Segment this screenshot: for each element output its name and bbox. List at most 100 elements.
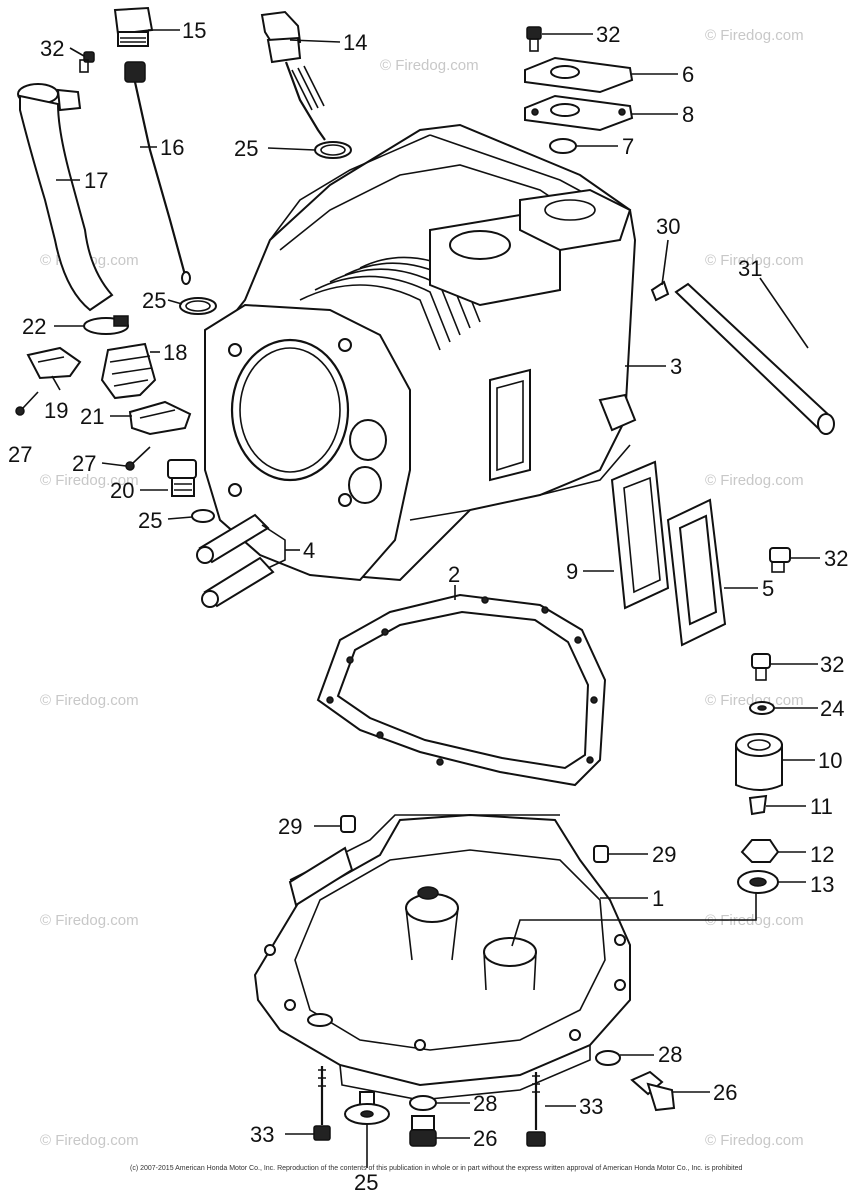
watermark: © Firedog.com — [40, 912, 139, 929]
grommet-18 — [100, 342, 157, 400]
clip-30 — [650, 280, 670, 302]
watermark: © Firedog.com — [380, 57, 479, 74]
gasket-9 — [610, 460, 670, 610]
callout-2: 2 — [448, 562, 460, 587]
callout-26: 26 — [473, 1126, 497, 1151]
screw-27-mid — [125, 446, 151, 471]
callout-32: 32 — [824, 546, 848, 571]
crankcase-cover-1 — [253, 813, 631, 1101]
callout-numbers: 15 32 14 32 6 8 7 16 25 17 30 31 25 22 1… — [8, 18, 848, 1195]
governor-holder-10 — [735, 733, 783, 791]
drain-plug-26-bottom — [409, 1115, 437, 1147]
callout-29: 29 — [652, 842, 676, 867]
callout-14: 14 — [343, 30, 367, 55]
callout-19: 19 — [44, 398, 68, 423]
watermark: © Firedog.com — [705, 1132, 804, 1149]
callout-1: 1 — [652, 886, 664, 911]
bolt-33-right — [526, 1072, 546, 1147]
o-ring-25-top — [314, 141, 352, 159]
washer-28-right — [595, 1050, 621, 1066]
watermark: © Firedog.com — [40, 692, 139, 709]
washer-24 — [749, 701, 775, 715]
oil-filler-tube-17 — [17, 83, 114, 312]
washer-28-bottom — [409, 1095, 437, 1111]
o-ring-25-mid — [179, 297, 217, 315]
callout-22: 22 — [22, 314, 46, 339]
crankcase-cylinder-block — [203, 123, 637, 582]
callout-24: 24 — [820, 696, 844, 721]
callout-32: 32 — [820, 652, 844, 677]
clip-22 — [83, 315, 129, 335]
dipstick-16 — [124, 61, 191, 285]
callout-30: 30 — [656, 214, 680, 239]
callout-26: 26 — [713, 1080, 737, 1105]
callout-25: 25 — [138, 508, 162, 533]
callout-28: 28 — [473, 1091, 497, 1116]
callout-6: 6 — [682, 62, 694, 87]
callout-20: 20 — [110, 478, 134, 503]
weight-12 — [740, 839, 780, 863]
pin-11 — [748, 794, 768, 816]
bolt-32-left — [79, 51, 95, 73]
callout-27: 27 — [8, 442, 32, 467]
callout-10: 10 — [818, 748, 842, 773]
callout-11: 11 — [810, 794, 833, 819]
callout-25: 25 — [354, 1170, 378, 1195]
dowel-pins-4 — [196, 513, 275, 608]
watermark: © Firedog.com — [705, 692, 804, 709]
oil-filler-cap-15 — [113, 6, 154, 47]
callout-21: 21 — [80, 404, 104, 429]
watermark: © Firedog.com — [40, 472, 139, 489]
screw-27-left — [15, 391, 39, 416]
callout-33: 33 — [579, 1094, 603, 1119]
callout-13: 13 — [810, 872, 834, 897]
watermark: © Firedog.com — [705, 27, 804, 44]
bolt-32-lower-right — [751, 653, 771, 681]
callout-3: 3 — [670, 354, 682, 379]
callout-15: 15 — [182, 18, 206, 43]
gasket-8 — [524, 94, 634, 132]
bolt-32-top — [526, 26, 542, 52]
watermark: © Firedog.com — [40, 1132, 139, 1149]
oil-level-gauge-14 — [260, 10, 326, 141]
clamp-21 — [128, 400, 192, 436]
callout-31: 31 — [738, 256, 762, 281]
watermark: © Firedog.com — [705, 472, 804, 489]
callout-8: 8 — [682, 102, 694, 127]
watermark: © Firedog.com — [705, 252, 804, 269]
callout-4: 4 — [303, 538, 315, 563]
clamp-19 — [26, 346, 82, 380]
bolt-33-left — [313, 1066, 331, 1141]
callout-18: 18 — [163, 340, 187, 365]
leader-lines — [51, 29, 820, 1168]
callout-17: 17 — [84, 168, 108, 193]
callout-29: 29 — [278, 814, 302, 839]
bolt-32-right — [769, 547, 791, 573]
callout-25: 25 — [142, 288, 166, 313]
gear-13 — [737, 870, 779, 894]
callout-28: 28 — [658, 1042, 682, 1067]
dowel-29-left — [340, 815, 356, 833]
drain-plug-26-right — [630, 1070, 676, 1112]
callout-5: 5 — [762, 576, 774, 601]
callout-7: 7 — [622, 134, 634, 159]
o-ring-25-low — [191, 509, 215, 523]
callout-12: 12 — [810, 842, 834, 867]
breather-cover-5 — [666, 498, 727, 647]
callout-33: 33 — [250, 1122, 274, 1147]
callout-16: 16 — [160, 135, 184, 160]
breather-cover-6 — [524, 56, 634, 94]
callout-9: 9 — [566, 559, 578, 584]
joint-20 — [167, 459, 197, 497]
copyright-notice: (c) 2007-2015 American Honda Motor Co., … — [130, 1165, 743, 1172]
callout-25: 25 — [234, 136, 258, 161]
breather-tube-31 — [674, 282, 835, 435]
callout-32: 32 — [596, 22, 620, 47]
plug-7 — [549, 138, 577, 154]
dowel-29-right — [593, 845, 609, 863]
breather-25-bottom — [344, 1091, 390, 1125]
callout-27: 27 — [72, 451, 96, 476]
callout-32: 32 — [40, 36, 64, 61]
crankcase-gasket-2 — [316, 593, 607, 787]
